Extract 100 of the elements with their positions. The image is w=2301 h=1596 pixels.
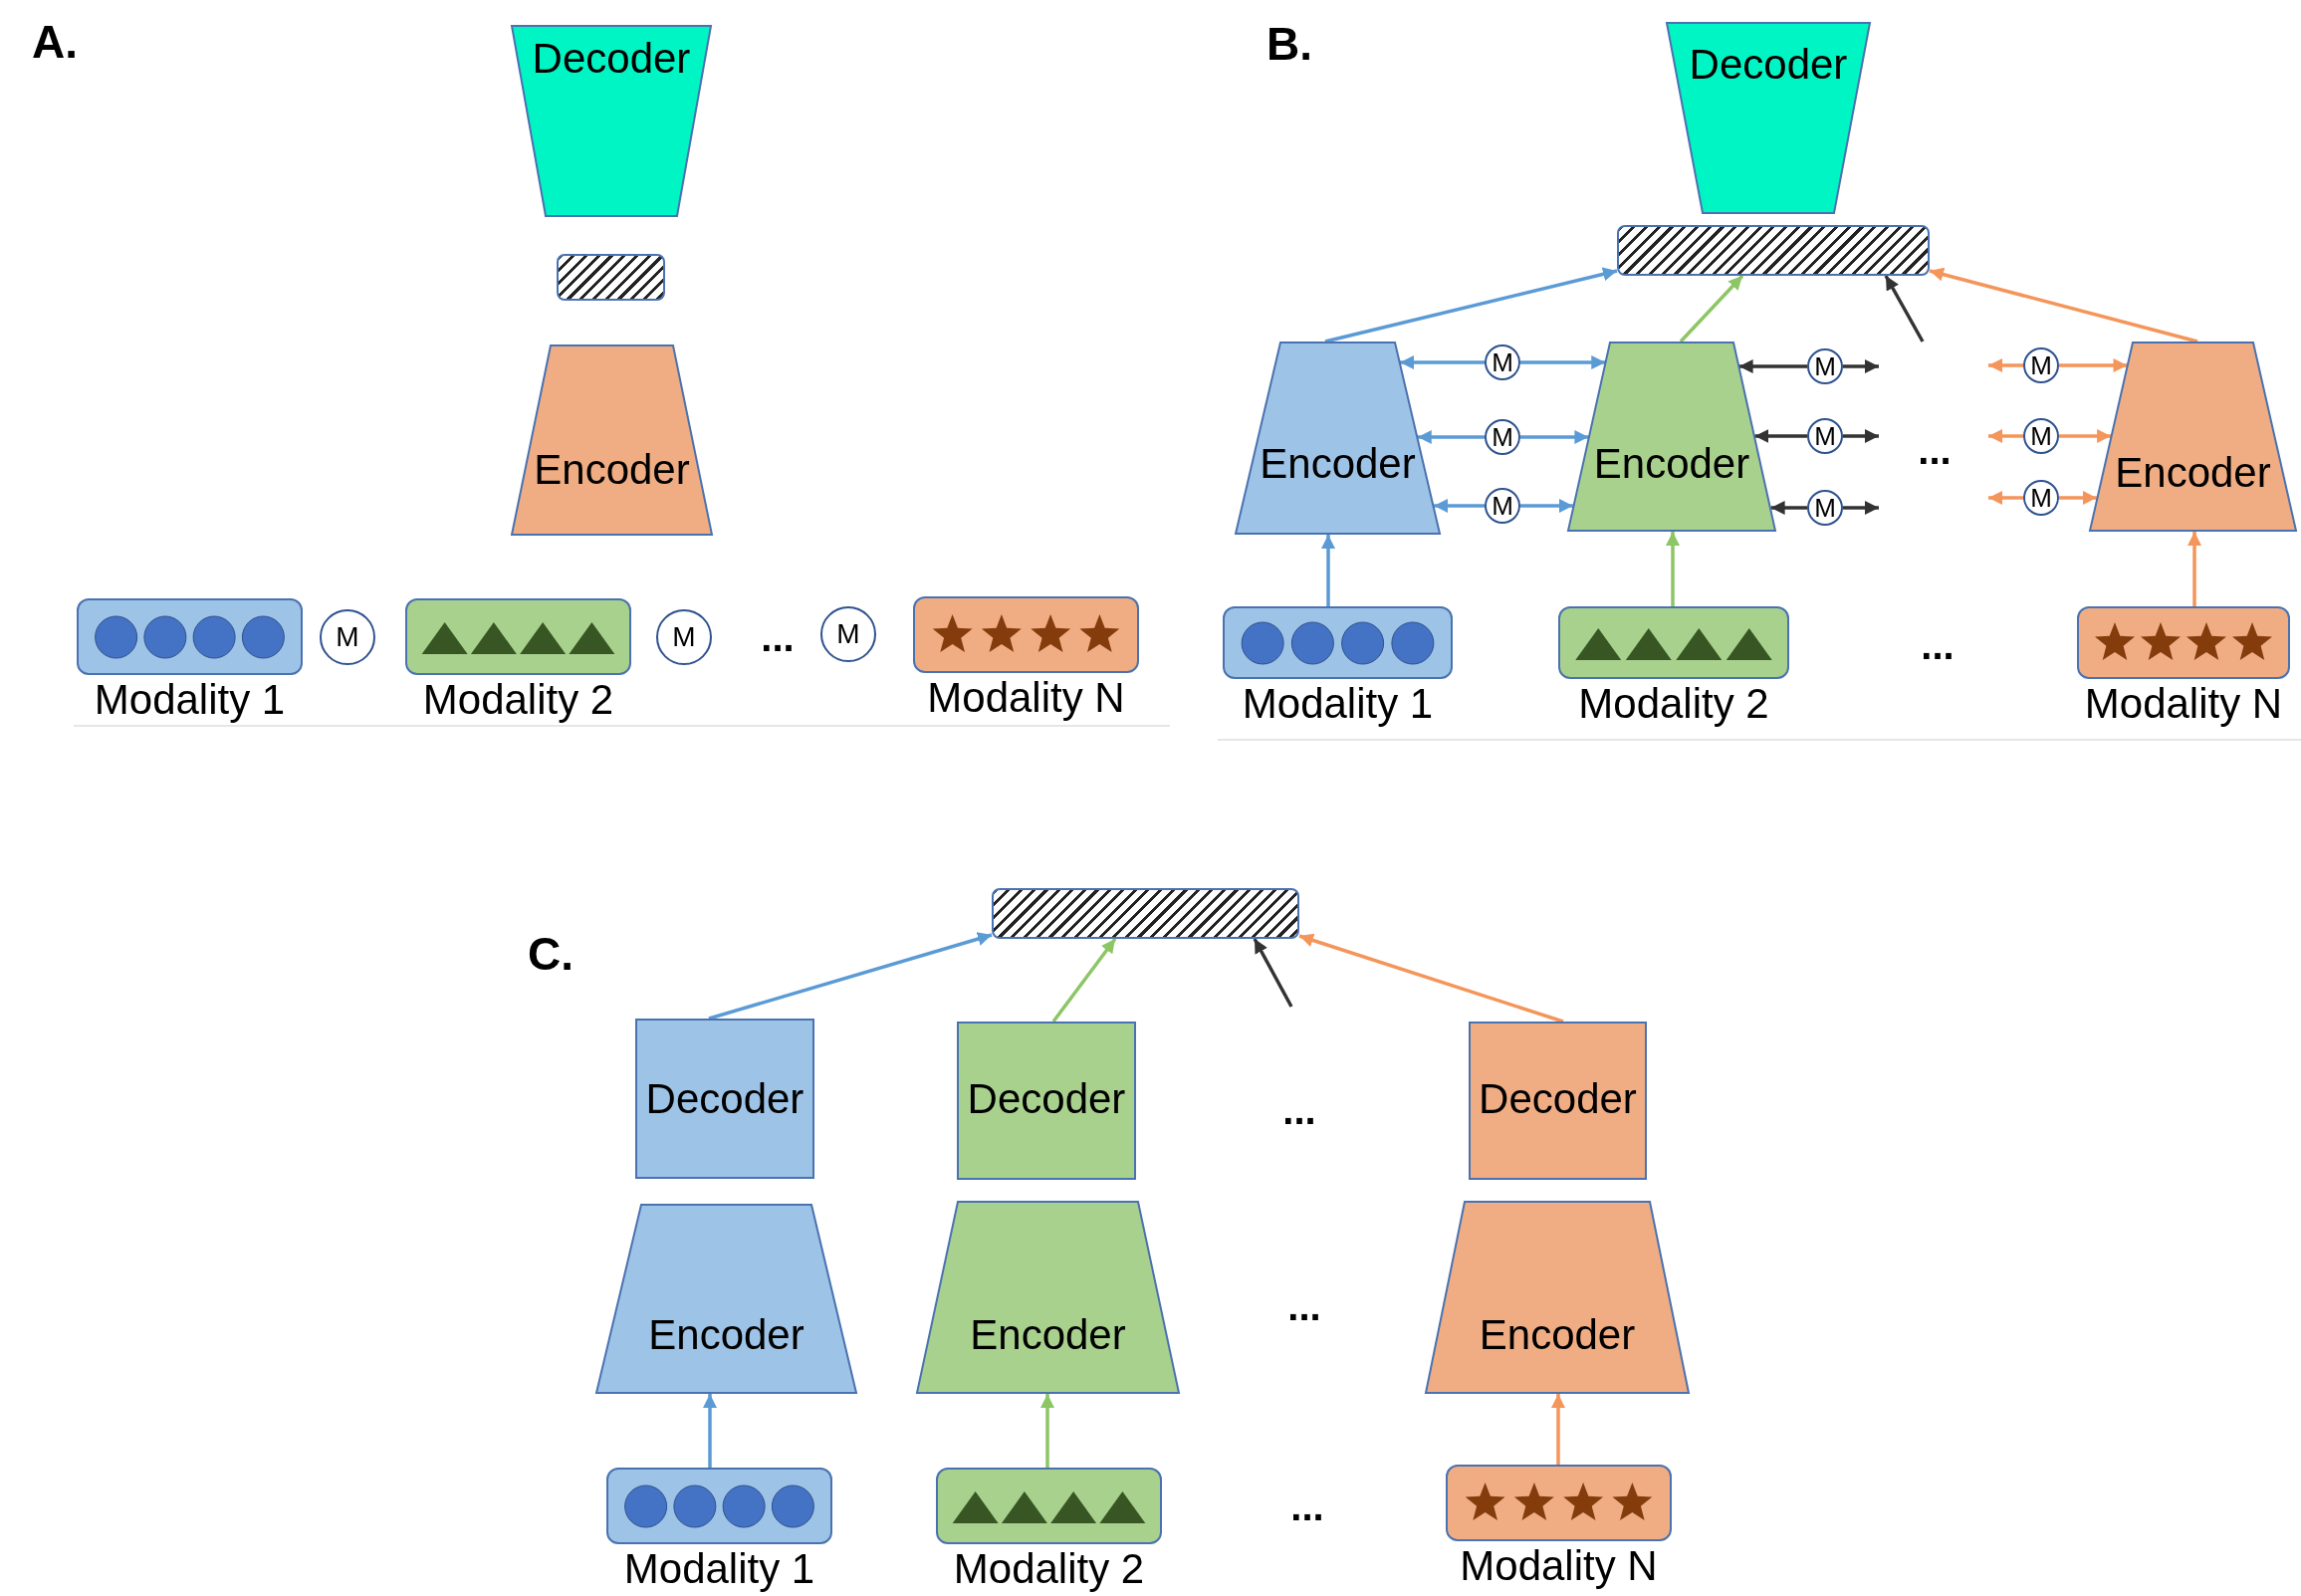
arrow bbox=[1051, 937, 1117, 1024]
arrow bbox=[1520, 430, 1589, 444]
modality-label: Modality 1 bbox=[623, 1547, 815, 1591]
arrow bbox=[1843, 359, 1879, 373]
modality-label: Modality N bbox=[927, 676, 1125, 720]
encoder-trapezoid bbox=[1235, 342, 1441, 535]
arrow bbox=[2059, 491, 2097, 505]
ellipsis-label: ... bbox=[1920, 623, 1956, 667]
block-label: Encoder bbox=[1593, 440, 1750, 488]
block-label: Encoder bbox=[1260, 440, 1416, 488]
hatched-bar bbox=[1617, 225, 1930, 276]
arrow bbox=[1770, 501, 1807, 515]
circle-label: M bbox=[1814, 492, 1836, 524]
operator-circle bbox=[1807, 348, 1843, 384]
operator-circle bbox=[1485, 344, 1520, 380]
modality-label: Modality 2 bbox=[1578, 682, 1769, 726]
circle-label: M bbox=[336, 620, 359, 654]
arrow bbox=[1738, 359, 1807, 373]
arrow bbox=[1929, 267, 2198, 343]
circle-label: M bbox=[2030, 482, 2052, 514]
arrow bbox=[1417, 430, 1485, 444]
arrow bbox=[1324, 267, 1618, 343]
hatched-bar bbox=[557, 254, 665, 301]
arrow bbox=[1884, 275, 1925, 342]
modality-label: Modality N bbox=[1460, 1544, 1658, 1588]
decoder-box bbox=[957, 1022, 1136, 1180]
circle-label: M bbox=[2030, 420, 2052, 452]
block-label: Encoder bbox=[648, 1311, 805, 1359]
arrow bbox=[1298, 933, 1564, 1024]
modality-label: Modality 2 bbox=[953, 1547, 1145, 1591]
panel-label: A. bbox=[32, 16, 78, 68]
encoder-trapezoid bbox=[511, 344, 713, 536]
arrow bbox=[1666, 532, 1680, 606]
circle-label: M bbox=[1492, 490, 1513, 522]
operator-circle bbox=[1807, 490, 1843, 526]
modality-label: Modality 1 bbox=[94, 678, 286, 722]
block-label: Decoder bbox=[1479, 1075, 1637, 1123]
encoder-trapezoid bbox=[1567, 342, 1776, 532]
ellipsis-label: ... bbox=[1289, 1484, 1325, 1528]
circle-label: M bbox=[672, 620, 696, 654]
encoder-trapezoid bbox=[916, 1201, 1180, 1394]
ellipsis-label: ... bbox=[760, 615, 796, 659]
modality-label: Modality N bbox=[2084, 682, 2283, 726]
block-label: Decoder bbox=[1689, 41, 1848, 89]
block-label: Encoder bbox=[970, 1311, 1126, 1359]
encoder-trapezoid bbox=[1425, 1201, 1690, 1394]
arrow bbox=[1321, 535, 1335, 606]
block-label: Decoder bbox=[645, 1075, 805, 1123]
operator-circle bbox=[2023, 347, 2059, 383]
decoder-box bbox=[1469, 1022, 1647, 1180]
arrow bbox=[2059, 358, 2128, 372]
decoder-box bbox=[635, 1019, 814, 1179]
arrow bbox=[1754, 429, 1807, 443]
modality-label: Modality 1 bbox=[1242, 682, 1434, 726]
circle-label: M bbox=[836, 617, 860, 651]
operator-circle bbox=[1485, 488, 1520, 524]
block-label: Decoder bbox=[532, 35, 691, 83]
decoder-trapezoid bbox=[511, 25, 712, 217]
circle-label: M bbox=[2030, 349, 2052, 381]
arrow bbox=[1040, 1394, 1054, 1468]
circle-label: M bbox=[1814, 350, 1836, 382]
block-label: Encoder bbox=[2115, 449, 2271, 497]
arrow bbox=[1843, 501, 1879, 515]
operator-circle bbox=[1807, 418, 1843, 454]
arrow bbox=[708, 932, 993, 1021]
block-label: Encoder bbox=[1479, 1311, 1636, 1359]
operator-circle bbox=[1485, 419, 1520, 455]
decoder-trapezoid bbox=[1666, 22, 1871, 214]
ellipsis-label: ... bbox=[1917, 428, 1953, 472]
arrow bbox=[1988, 358, 2023, 372]
arrow bbox=[1551, 1394, 1565, 1465]
ellipsis-label: ... bbox=[1281, 1088, 1317, 1132]
arrow bbox=[1520, 499, 1573, 513]
arrow bbox=[1843, 429, 1879, 443]
panel-label: B. bbox=[1266, 18, 1312, 70]
encoder-trapezoid bbox=[595, 1204, 857, 1394]
circle-label: M bbox=[1492, 346, 1513, 378]
arrow bbox=[2187, 532, 2201, 606]
circle-label: M bbox=[1492, 421, 1513, 453]
encoder-trapezoid bbox=[2089, 342, 2297, 532]
arrow bbox=[703, 1394, 717, 1468]
operator-circle bbox=[2023, 418, 2059, 454]
panel-label: C. bbox=[528, 928, 574, 980]
operator-circle bbox=[320, 609, 375, 665]
block-label: Decoder bbox=[967, 1075, 1126, 1123]
arrow bbox=[1520, 355, 1606, 369]
circle-label: M bbox=[1814, 420, 1836, 452]
operator-circle bbox=[820, 606, 876, 662]
block-label: Encoder bbox=[534, 446, 690, 494]
arrow bbox=[2059, 429, 2112, 443]
modality-label: Modality 2 bbox=[422, 678, 614, 722]
arrow bbox=[1400, 355, 1485, 369]
arrow bbox=[1988, 429, 2023, 443]
arrow bbox=[1253, 938, 1293, 1008]
ellipsis-label: ... bbox=[1286, 1284, 1322, 1328]
arrow bbox=[1679, 274, 1744, 343]
arrow bbox=[1434, 499, 1485, 513]
hatched-bar bbox=[992, 888, 1299, 939]
operator-circle bbox=[2023, 480, 2059, 516]
operator-circle bbox=[656, 609, 712, 665]
